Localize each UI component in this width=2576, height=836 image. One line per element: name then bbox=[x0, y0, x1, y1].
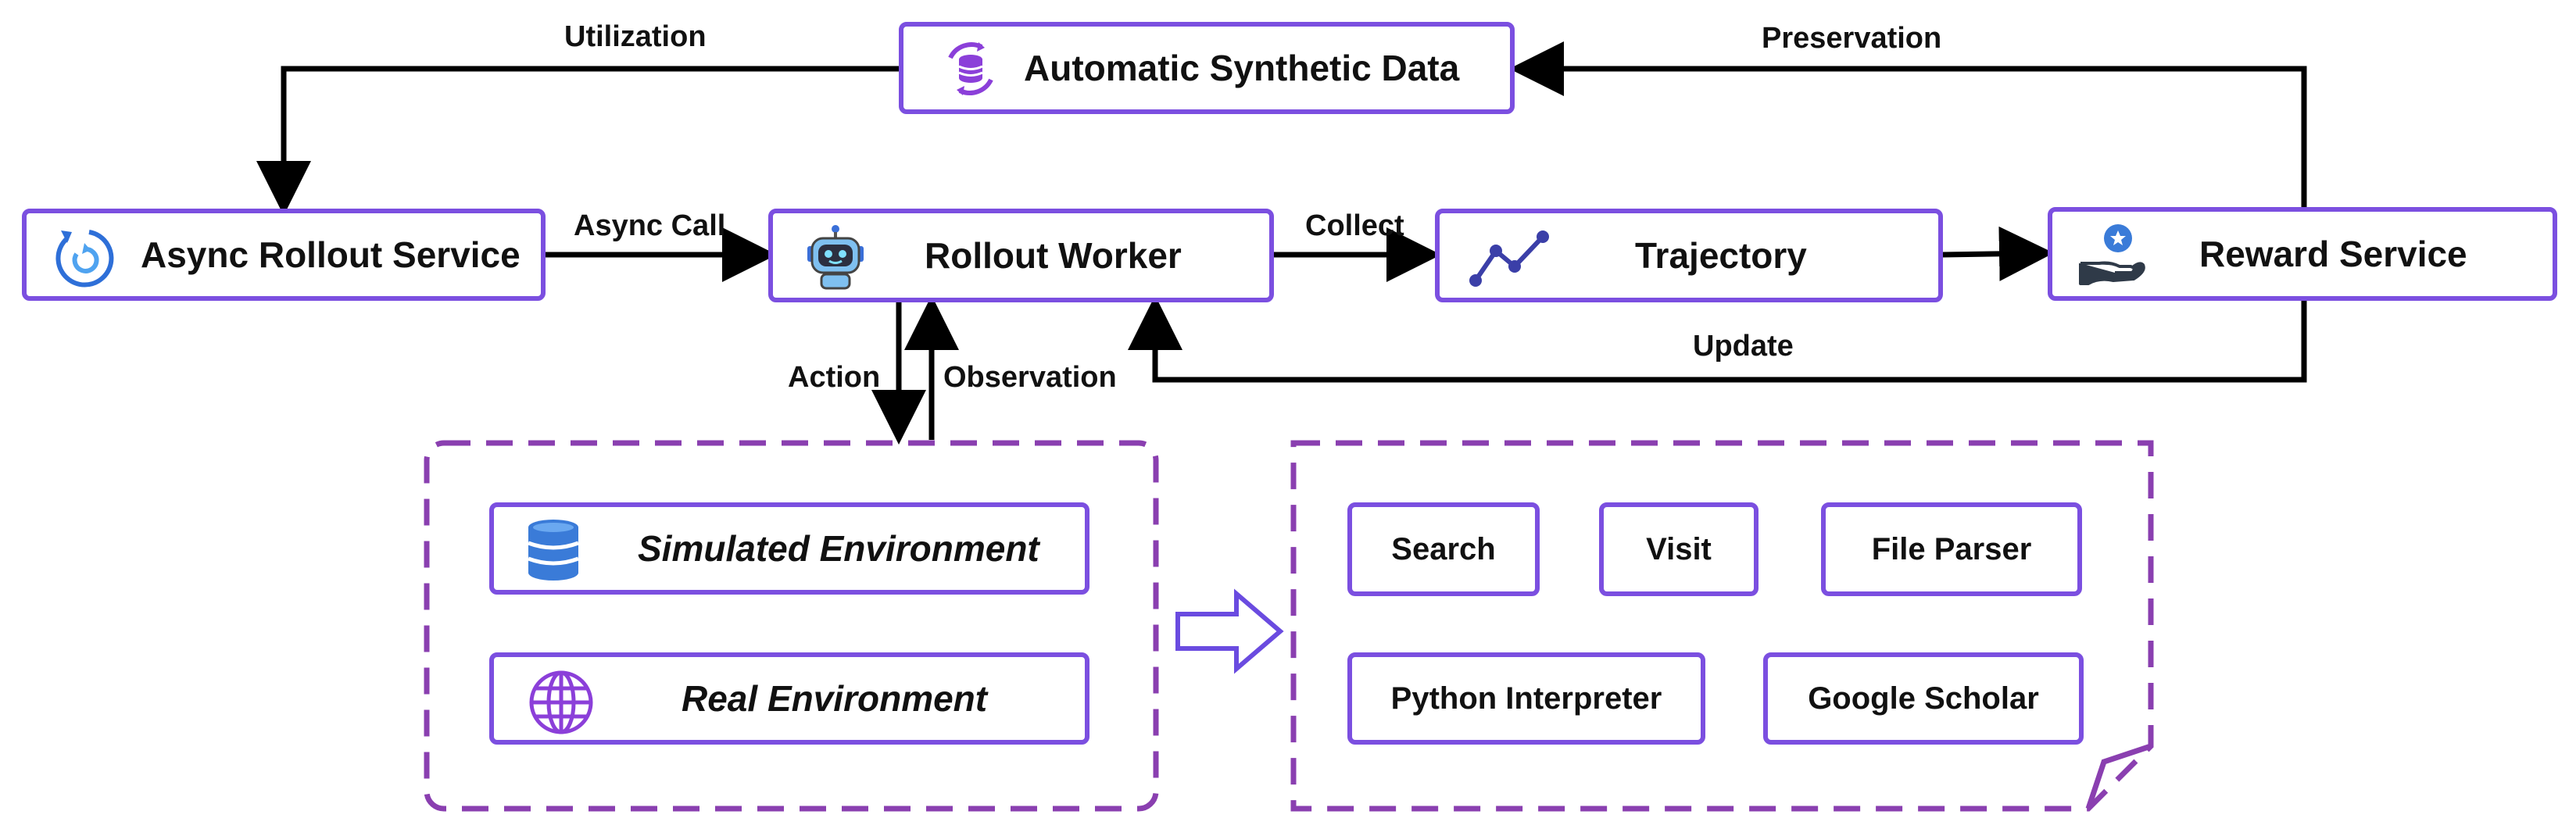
database-icon bbox=[528, 520, 579, 581]
synthetic-data-node: Automatic Synthetic Data bbox=[899, 22, 1515, 114]
right-arrow-outline-icon bbox=[1175, 588, 1284, 674]
async-call-label: Async Call bbox=[574, 209, 726, 242]
reward-service-node: Reward Service bbox=[2048, 207, 2557, 301]
preservation-label: Preservation bbox=[1762, 22, 1942, 55]
utilization-label: Utilization bbox=[564, 20, 707, 53]
tool-visit-label: Visit bbox=[1646, 531, 1712, 566]
async-rollout-label: Async Rollout Service bbox=[141, 234, 521, 275]
globe-icon bbox=[529, 670, 593, 734]
action-label: Action bbox=[788, 361, 881, 394]
tool-google-scholar-label: Google Scholar bbox=[1808, 681, 2039, 716]
trajectory-node: Trajectory bbox=[1435, 209, 1943, 302]
rollout-worker-label: Rollout Worker bbox=[925, 235, 1182, 276]
update-label: Update bbox=[1693, 330, 1794, 363]
simulated-environment-label: Simulated Environment bbox=[638, 528, 1039, 569]
tool-search: Search bbox=[1347, 502, 1540, 596]
folded-corner bbox=[2085, 743, 2152, 810]
tool-google-scholar: Google Scholar bbox=[1763, 652, 2084, 745]
real-environment-label: Real Environment bbox=[682, 678, 988, 719]
update-arrow bbox=[1128, 295, 2307, 383]
tool-python-interpreter: Python Interpreter bbox=[1347, 652, 1705, 745]
tool-search-label: Search bbox=[1391, 531, 1496, 566]
reward-service-label: Reward Service bbox=[2199, 234, 2467, 274]
tool-file-parser: File Parser bbox=[1821, 502, 2082, 596]
async-rollout-node: Async Rollout Service bbox=[22, 209, 546, 301]
database-cycle-icon bbox=[948, 42, 993, 95]
hand-badge-icon bbox=[2079, 224, 2145, 285]
refresh-icon bbox=[55, 230, 114, 288]
trajectory-label: Trajectory bbox=[1635, 235, 1807, 276]
utilization-arrow bbox=[256, 66, 899, 216]
environment-container bbox=[424, 440, 1159, 812]
line-chart-icon bbox=[1469, 230, 1549, 287]
tool-file-parser-label: File Parser bbox=[1871, 531, 2032, 566]
collect-label: Collect bbox=[1305, 209, 1404, 242]
real-environment-node: Real Environment bbox=[489, 652, 1089, 745]
rollout-worker-node: Rollout Worker bbox=[768, 209, 1274, 302]
synthetic-data-label: Automatic Synthetic Data bbox=[1024, 48, 1460, 88]
preservation-arrow bbox=[1509, 41, 2307, 209]
tools-container bbox=[1290, 440, 2154, 812]
robot-icon bbox=[807, 225, 864, 290]
tool-python-interpreter-label: Python Interpreter bbox=[1390, 681, 1662, 716]
tool-visit: Visit bbox=[1599, 502, 1758, 596]
observation-label: Observation bbox=[943, 361, 1117, 394]
simulated-environment-node: Simulated Environment bbox=[489, 502, 1089, 595]
trajectory-to-reward-arrow bbox=[1942, 226, 2054, 281]
